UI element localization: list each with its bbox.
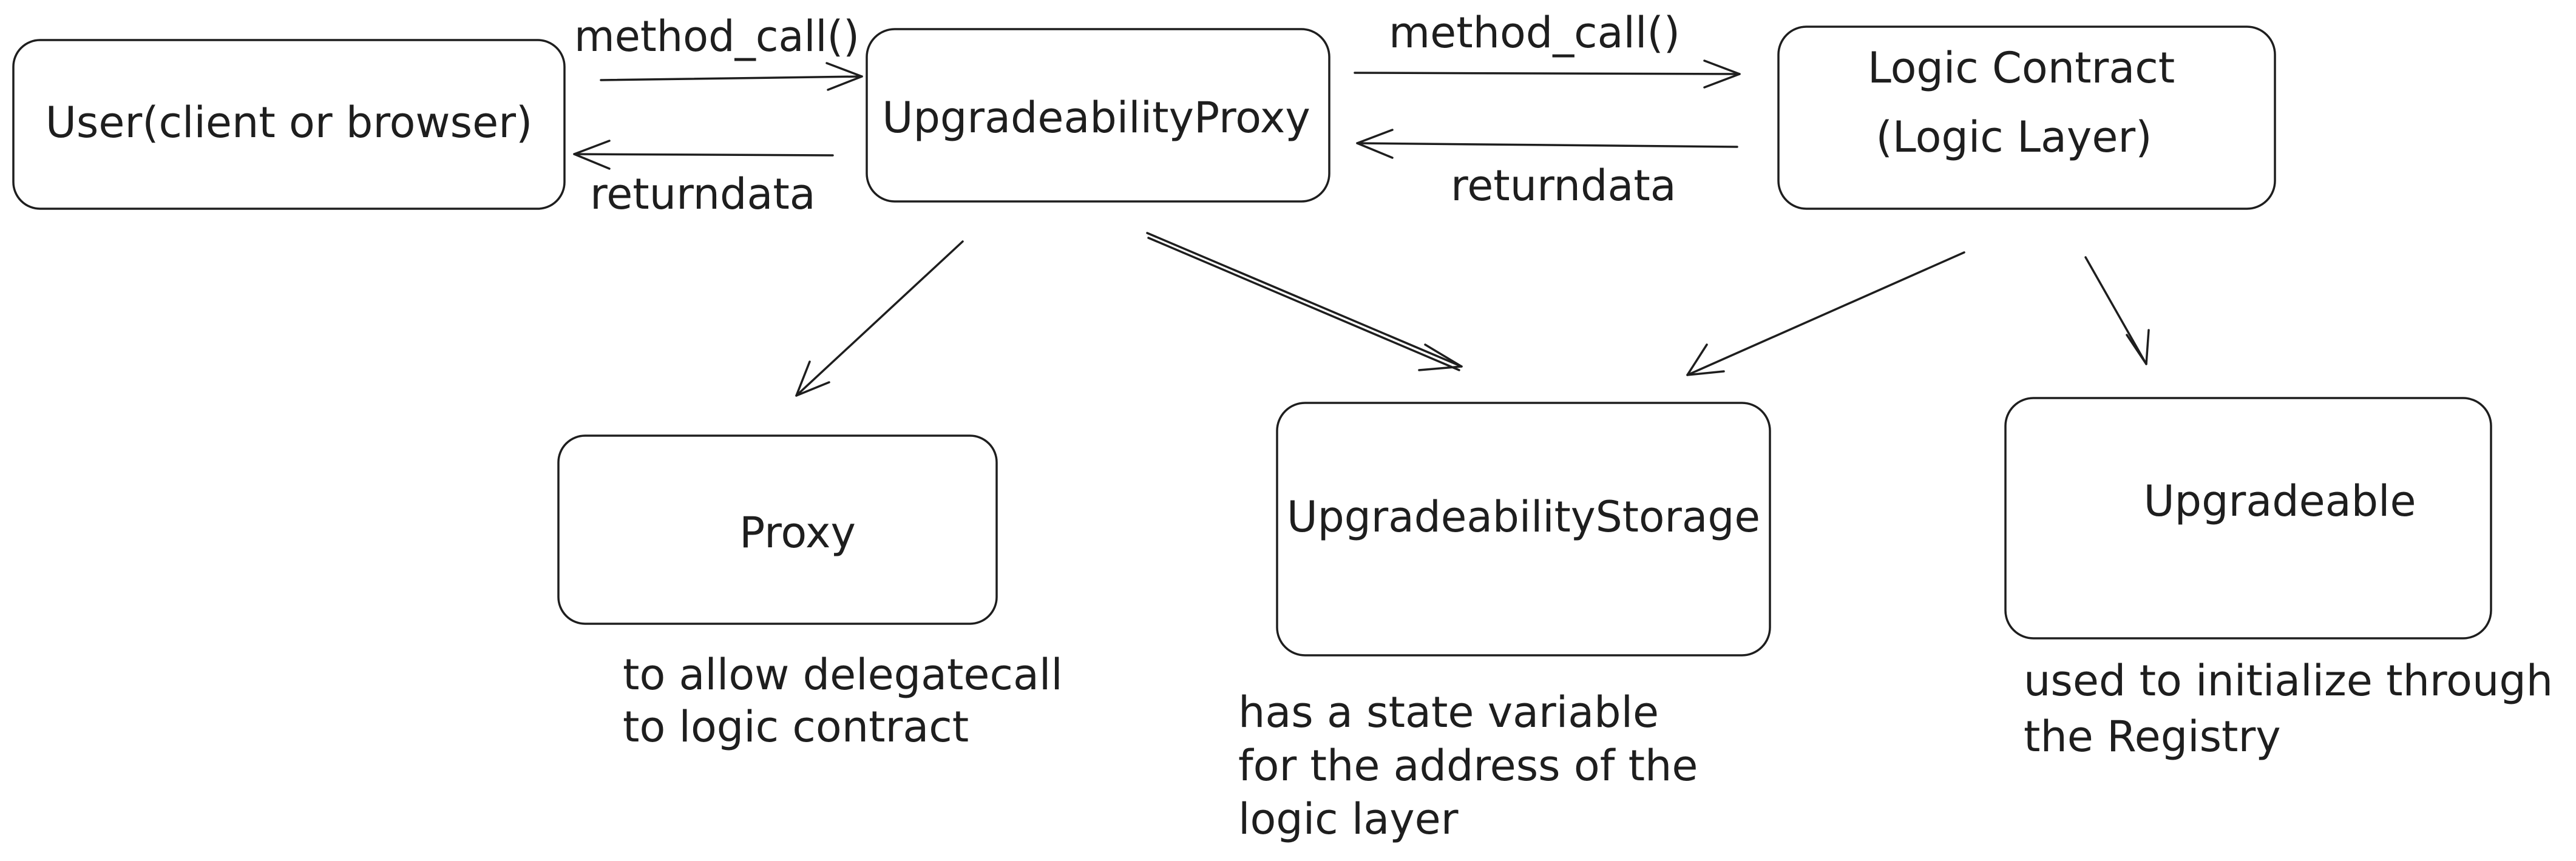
arrow-head [573, 140, 611, 170]
storage-note-line1: has a state variable [1238, 687, 1659, 737]
proxy-note-line2: to logic contract [623, 702, 969, 752]
proxy-label: Proxy [739, 508, 856, 558]
upgradeability-proxy-label: UpgradeabilityProxy [882, 93, 1310, 143]
upgradeability-proxy-box [866, 28, 1330, 203]
upgradeable-note-line1: used to initialize through [2024, 656, 2553, 706]
storage-note: has a state variable for the address of … [1238, 687, 1698, 844]
proxy-note-line1: to allow delegatecall [623, 650, 1063, 700]
proxy-to-logic-call-arrow: method_call() [1354, 8, 1741, 89]
arrow-head [795, 360, 830, 397]
upgradeable-label: Upgradeable [2143, 476, 2416, 526]
logic-contract-box [1777, 25, 2276, 210]
upgradeability-storage-node: UpgradeabilityStorage [1276, 402, 1771, 657]
arrow-line [2084, 256, 2147, 365]
proxy-to-logic-call-label: method_call() [1389, 8, 1680, 58]
user-to-proxy-call-arrow: method_call() [574, 12, 863, 91]
proxy-to-user-return-arrow: returndata [573, 140, 834, 219]
proxy-to-proxy-arrow [795, 240, 964, 397]
arrow-line [1356, 142, 1738, 148]
user-box [12, 39, 566, 210]
arrow-line [1146, 232, 1463, 368]
user-to-proxy-call-label: method_call() [574, 12, 859, 61]
arrow-line-2 [1147, 237, 1460, 371]
upgradeability-storage-box [1276, 402, 1771, 657]
upgradeable-note-line2: the Registry [2024, 712, 2281, 761]
arrow-head [1418, 343, 1463, 371]
proxy-box [557, 434, 998, 625]
proxy-to-user-return-label: returndata [590, 169, 816, 219]
arrow-head [1703, 59, 1741, 89]
logic-contract-node: Logic Contract (Logic Layer) [1777, 25, 2276, 210]
arrow-line [1354, 72, 1741, 75]
user-label: User(client or browser) [46, 98, 533, 147]
proxy-note: to allow delegatecall to logic contract [623, 650, 1063, 752]
upgradeable-node: Upgradeable [2004, 397, 2492, 640]
arrow-line [795, 240, 964, 397]
logic-to-upgradeable-arrow [2084, 256, 2150, 365]
arrow-line [600, 75, 863, 81]
arrow-head [1356, 129, 1394, 159]
arrow-head [1686, 343, 1725, 376]
upgradeability-storage-label: UpgradeabilityStorage [1287, 492, 1760, 542]
arrow-line [573, 153, 834, 157]
arrow-head [2126, 329, 2150, 365]
upgradeable-box [2004, 397, 2492, 640]
storage-note-line2: for the address of the [1238, 741, 1698, 791]
logic-contract-label-line2: (Logic Layer) [1876, 112, 2152, 162]
upgradeable-note: used to initialize through the Registry [2024, 656, 2553, 761]
storage-note-line3: logic layer [1238, 794, 1459, 844]
proxy-node: Proxy [557, 434, 998, 625]
logic-contract-label-line1: Logic Contract [1868, 43, 2175, 93]
logic-to-storage-arrow [1686, 251, 1965, 376]
arrow-head [825, 62, 863, 91]
proxy-to-storage-arrow [1146, 232, 1463, 371]
user-node: User(client or browser) [12, 39, 566, 210]
logic-to-proxy-return-label: returndata [1451, 161, 1676, 211]
upgradeability-proxy-node: UpgradeabilityProxy [866, 28, 1330, 203]
arrow-line [1686, 251, 1965, 376]
logic-to-proxy-return-arrow: returndata [1356, 129, 1738, 211]
